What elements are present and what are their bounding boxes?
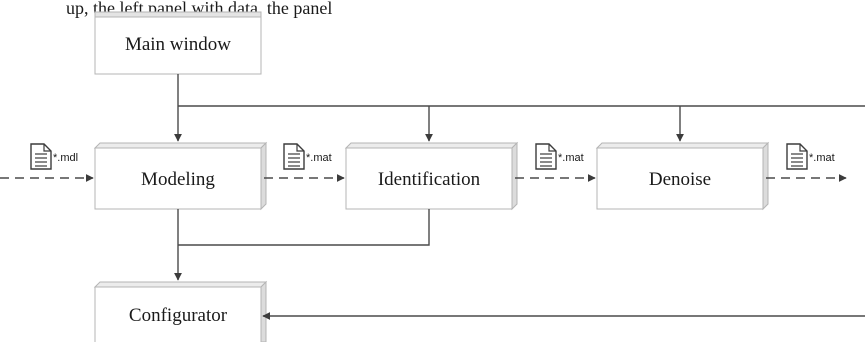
identification-label: Identification [378, 169, 481, 190]
configurator-box: Configurator [93, 280, 268, 342]
document-icon [283, 143, 305, 170]
denoise-box: Denoise [595, 141, 770, 211]
document-icon [786, 143, 808, 170]
model-mat-label: *.mat [306, 152, 332, 164]
document-icon [30, 143, 52, 170]
main-window-box: Main window [94, 11, 262, 75]
mdl-file: *.mdl [30, 143, 78, 170]
denoise-mat-label: *.mat [809, 152, 835, 164]
identification-to-configurator-line [178, 209, 430, 246]
denoise-label: Denoise [649, 169, 711, 190]
configurator-label: Configurator [129, 305, 228, 326]
model-mat-file: *.mat [283, 143, 332, 170]
ident-mat-label: *.mat [558, 152, 584, 164]
denoise-mat-file: *.mat [786, 143, 835, 170]
connectors [0, 74, 865, 320]
mdl-file-label: *.mdl [53, 152, 78, 164]
main-window-label: Main window [125, 34, 231, 55]
modeling-box: Modeling [93, 141, 268, 211]
document-icon [535, 143, 557, 170]
modeling-label: Modeling [141, 169, 215, 190]
identification-box: Identification [344, 141, 519, 211]
ident-mat-file: *.mat [535, 143, 584, 170]
